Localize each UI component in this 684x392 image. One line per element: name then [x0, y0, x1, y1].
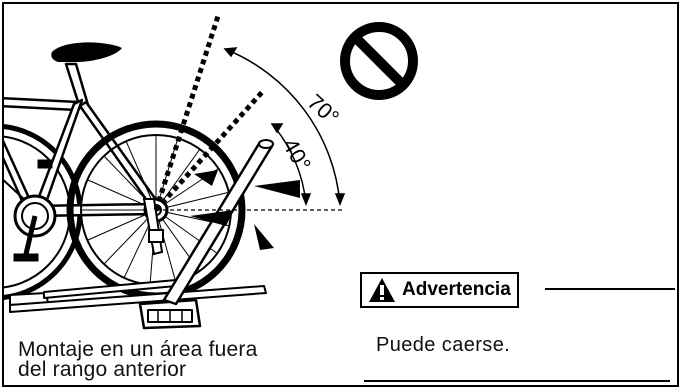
bottom-rule — [364, 380, 670, 382]
instruction-panel: 70° 40° Montaje en un área fuera del ran… — [2, 2, 679, 387]
fork — [142, 198, 164, 256]
impact-marks — [190, 170, 300, 250]
mounting-caption: Montaje en un área fuera del rango anter… — [18, 338, 258, 381]
warning-rule — [545, 288, 675, 290]
warning-triangle-icon — [369, 278, 395, 302]
prohibition-icon — [340, 22, 418, 100]
bicycle-illustration: 70° 40° — [4, 15, 418, 330]
warning-header: Advertencia — [360, 272, 677, 312]
warning-badge: Advertencia — [360, 272, 519, 308]
angle-label-70: 70° — [303, 89, 344, 130]
warning-label: Advertencia — [402, 279, 511, 300]
crank-set — [13, 194, 57, 262]
saddle — [51, 42, 122, 62]
angle-arcs — [223, 47, 346, 207]
warning-text: Puede caerse. — [376, 334, 511, 356]
reference-lines — [153, 15, 344, 212]
bike-frame — [4, 62, 161, 218]
